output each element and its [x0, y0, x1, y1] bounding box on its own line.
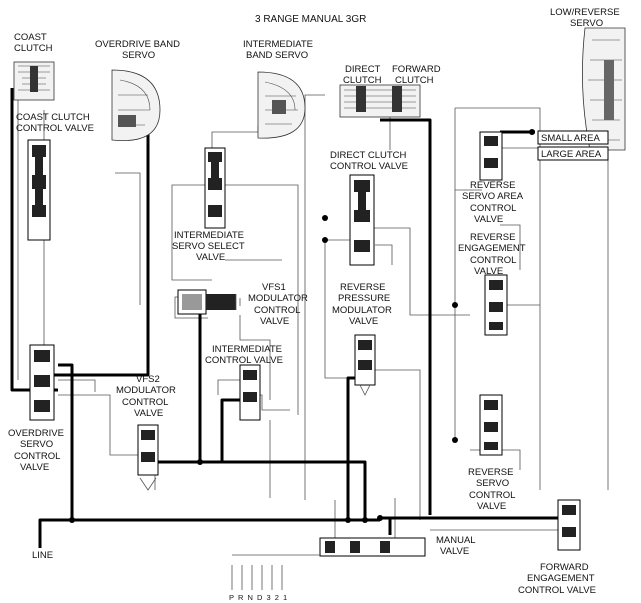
- vfs1-label-2: MODULATOR: [248, 293, 308, 304]
- intermediate-control-valve-graphic: [239, 364, 261, 421]
- intermediate-band-servo-label-2: BAND SERVO: [246, 50, 308, 61]
- manual-valve-graphic: [231, 537, 426, 590]
- reverse-servo-area-control-valve-label-4: VALVE: [474, 214, 503, 225]
- direct-clutch-control-valve-label-2: CONTROL VALVE: [330, 161, 408, 172]
- intermediate-control-valve-label-1: INTERMEDIATE: [212, 344, 282, 355]
- reverse-servo-control-valve-label-1: REVERSE: [468, 467, 513, 478]
- large-area-box: [537, 146, 609, 161]
- coast-clutch-graphic: [13, 61, 55, 101]
- overdrive-servo-control-valve-label-2: SERVO: [20, 439, 53, 450]
- intermediate-band-servo-label-1: INTERMEDIATE: [243, 39, 313, 50]
- vfs1-label-1: VFS1: [262, 282, 286, 293]
- reverse-pressure-modulator-valve-label-3: MODULATOR: [332, 305, 392, 316]
- overdrive-servo-control-valve-graphic: [29, 344, 55, 421]
- vfs2-label-4: VALVE: [134, 408, 163, 419]
- intermediate-control-valve-label-2: CONTROL VALVE: [205, 355, 283, 366]
- reverse-pressure-modulator-valve-label-4: VALVE: [349, 316, 378, 327]
- vfs1-label-4: VALVE: [260, 316, 289, 327]
- vfs1-label-3: CONTROL: [254, 305, 300, 316]
- reverse-pressure-modulator-valve-graphic: [354, 334, 376, 396]
- forward-engagement-control-valve-label-2: ENGAGEMENT: [527, 573, 595, 584]
- vfs1-solenoid-graphic: [177, 289, 241, 315]
- forward-engagement-control-valve-label-3: CONTROL VALVE: [518, 585, 596, 596]
- large-area-label: LARGE AREA: [541, 149, 602, 160]
- reverse-servo-control-valve-label-4: VALVE: [477, 501, 506, 512]
- forward-engagement-control-valve-graphic: [557, 499, 581, 551]
- overdrive-servo-control-valve-label-3: CONTROL: [14, 451, 60, 462]
- coast-clutch-control-valve-graphic: [27, 139, 51, 241]
- direct-clutch-label-2: CLUTCH: [343, 75, 382, 86]
- reverse-engagement-control-valve-label-2: ENGAGEMENT: [458, 243, 526, 254]
- direct-clutch-control-valve-label-1: DIRECT CLUTCH: [330, 150, 406, 161]
- reverse-servo-control-valve-graphic: [479, 394, 503, 456]
- reverse-engagement-control-valve-graphic: [484, 274, 508, 336]
- intermediate-servo-select-valve-graphic: [204, 147, 226, 229]
- overdrive-band-servo-label-1: OVERDRIVE BAND: [95, 39, 180, 50]
- overdrive-servo-control-valve-label-1: OVERDRIVE: [8, 428, 64, 439]
- vfs2-label-1: VFS2: [136, 374, 160, 385]
- diagram-title: 3 RANGE MANUAL 3GR: [255, 14, 366, 25]
- small-area-box: [537, 130, 609, 145]
- coast-clutch-label-1: COAST: [14, 32, 47, 43]
- vfs2-modulator-control-valve-graphic: [137, 424, 159, 491]
- low-reverse-servo-label-1: LOW/REVERSE: [550, 7, 620, 18]
- overdrive-band-servo-label-2: SERVO: [122, 50, 155, 61]
- reverse-servo-control-valve-label-3: CONTROL: [469, 490, 515, 501]
- coast-clutch-control-valve-label-2: CONTROL VALVE: [16, 123, 94, 134]
- forward-clutch-label-1: FORWARD: [392, 64, 441, 75]
- direct-forward-clutch-graphic: [339, 84, 421, 118]
- intermediate-servo-select-valve-label-3: VALVE: [196, 252, 225, 263]
- vfs2-label-2: MODULATOR: [116, 385, 176, 396]
- reverse-engagement-control-valve-label-4: VALVE: [474, 266, 503, 277]
- low-reverse-servo-label-2: SERVO: [570, 18, 603, 29]
- intermediate-servo-select-valve-label-2: SERVO SELECT: [172, 241, 245, 252]
- direct-clutch-control-valve-graphic: [349, 174, 375, 266]
- manual-valve-label-1: MANUAL: [436, 535, 476, 546]
- coast-clutch-label-2: CLUTCH: [14, 43, 53, 54]
- line-label: LINE: [32, 550, 53, 561]
- overdrive-band-servo-graphic: [111, 69, 161, 142]
- junction-nodes: [69, 129, 535, 523]
- intermediate-band-servo-graphic: [257, 71, 306, 139]
- intermediate-servo-select-valve-label-1: INTERMEDIATE: [174, 230, 244, 241]
- reverse-servo-area-control-valve-label-1: REVERSE: [470, 180, 515, 191]
- reverse-pressure-modulator-valve-label-1: REVERSE: [340, 282, 385, 293]
- reverse-servo-area-control-valve-graphic: [479, 131, 503, 181]
- vfs2-label-3: CONTROL: [122, 397, 168, 408]
- reverse-engagement-control-valve-label-3: CONTROL: [470, 255, 516, 266]
- thin-passages: [17, 80, 609, 540]
- gear-positions-label: P R N D 3 2 1: [229, 593, 288, 602]
- reverse-servo-area-control-valve-label-2: SERVO AREA: [462, 191, 524, 202]
- reverse-servo-control-valve-label-2: SERVO: [476, 478, 509, 489]
- forward-engagement-control-valve-label-1: FORWARD: [540, 562, 589, 573]
- small-area-label: SMALL AREA: [541, 133, 600, 144]
- coast-clutch-control-valve-label-1: COAST CLUTCH: [16, 112, 90, 123]
- forward-clutch-label-2: CLUTCH: [395, 75, 434, 86]
- reverse-engagement-control-valve-label-1: REVERSE: [470, 232, 515, 243]
- reverse-pressure-modulator-valve-label-2: PRESSURE: [338, 293, 390, 304]
- reverse-servo-area-control-valve-label-3: CONTROL: [470, 203, 516, 214]
- manual-valve-label-2: VALVE: [440, 546, 469, 557]
- overdrive-servo-control-valve-label-4: VALVE: [20, 462, 49, 473]
- direct-clutch-label-1: DIRECT: [345, 64, 381, 75]
